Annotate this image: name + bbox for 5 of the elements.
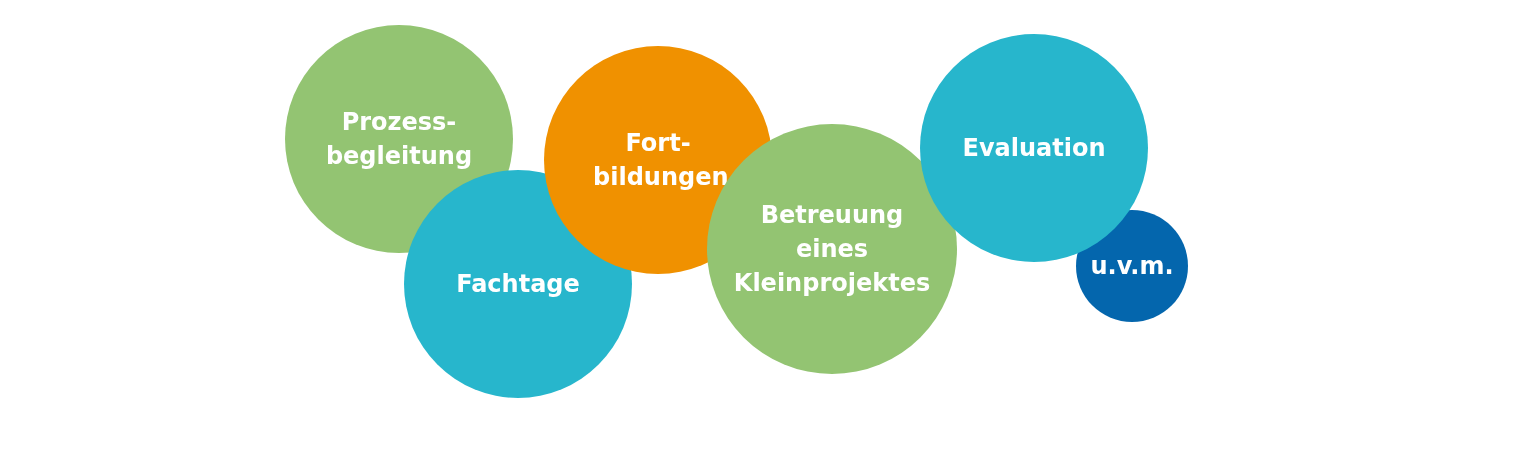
topic-label: Prozess- begleitung bbox=[324, 107, 474, 172]
topic-label: u.v.m. bbox=[1089, 251, 1175, 282]
topic-label: Fachtage bbox=[455, 269, 581, 300]
topic-label: Evaluation bbox=[961, 133, 1107, 164]
topic-label: Betreuung eines Kleinprojektes bbox=[732, 200, 932, 299]
